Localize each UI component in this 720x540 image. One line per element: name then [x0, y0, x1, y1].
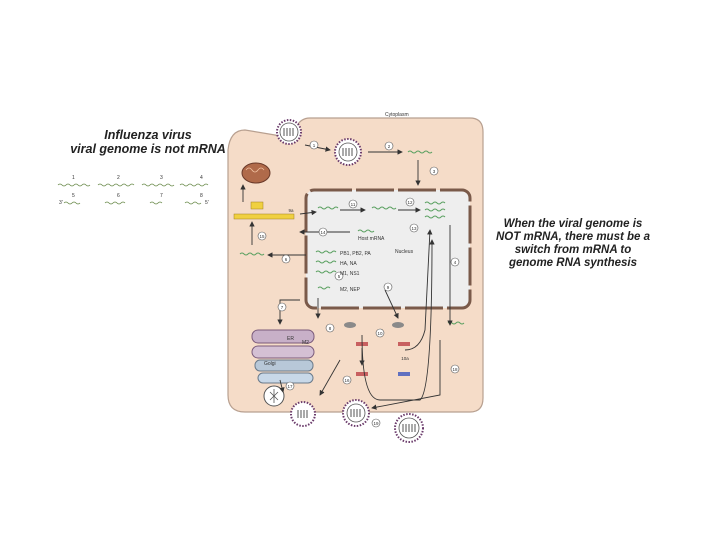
right-text-line4: genome RNA synthesis	[508, 257, 638, 269]
step-label: 9a	[288, 208, 294, 213]
step-label: 4	[454, 260, 457, 265]
step-label: 7	[281, 305, 284, 310]
left-title-line1: Influenza virus	[104, 128, 192, 142]
step-label: 8	[329, 326, 332, 331]
step-label: 18	[452, 367, 458, 372]
golgi-label: Golgi	[264, 361, 276, 367]
protein-label: M2, NEP	[340, 287, 361, 293]
step-label: 17	[287, 384, 293, 389]
viral-genome-segments	[57, 183, 209, 205]
segment-number: 6	[117, 193, 120, 199]
segment-number: 4	[200, 175, 203, 181]
pathway-arrows	[240, 144, 453, 410]
step-markers	[257, 140, 460, 428]
segment-number: 2	[117, 175, 120, 181]
endoplasmic-reticulum	[251, 329, 315, 359]
left-title-line2: viral genome is not mRNA	[70, 142, 226, 156]
nucleus-label: Nucleus	[395, 249, 414, 255]
strand-end-label: 5'	[205, 200, 209, 206]
segment-number: 5	[72, 193, 75, 199]
segment-number: 3	[160, 175, 163, 181]
step-label: 5	[338, 274, 341, 279]
diagram-labels: Cytoplasm Nucleus Host mRNA PB1, PB2, PA…	[264, 112, 414, 367]
virion-budding	[290, 401, 316, 427]
protein-label: M1, NS1	[340, 271, 360, 277]
step-label: 12	[407, 200, 413, 205]
step-label: 13	[411, 226, 417, 231]
step-label: 2	[388, 144, 391, 149]
virion-endocytosed	[334, 138, 362, 166]
segment-number: 7	[160, 193, 163, 199]
step-marker-labels: 1 2 3 4 5 6 7 8 9 10 11 12 13 14 15 16 1…	[259, 143, 458, 426]
step-label: 3	[433, 169, 436, 174]
nucleus	[304, 188, 472, 310]
golgi	[254, 359, 314, 384]
endosome	[263, 385, 285, 407]
step-label: 11	[351, 202, 356, 207]
mitochondrion	[241, 162, 271, 184]
step-label: 9	[387, 285, 390, 290]
step-label: 14	[320, 230, 326, 235]
right-text-line1: When the viral genome is	[503, 218, 643, 230]
right-text-line2: NOT mRNA, there must be a	[496, 231, 650, 243]
step-label: 16	[344, 378, 350, 383]
virion-released-1	[342, 399, 370, 427]
rna-strands	[239, 150, 465, 325]
protein-label: HA, NA	[340, 261, 357, 267]
step-label: 1	[313, 143, 316, 148]
strand-end-label: 3'	[59, 200, 63, 206]
host-mrna-label: Host mRNA	[358, 236, 385, 242]
virion-released-2	[394, 413, 424, 443]
m2-label: M2	[302, 340, 309, 346]
step-label: 10a	[401, 356, 409, 361]
step-label: 19	[373, 421, 379, 426]
segment-number: 8	[200, 193, 203, 199]
er-label: ER	[287, 336, 294, 342]
left-title: Influenza virus viral genome is not mRNA	[58, 128, 238, 156]
step-label: 6	[285, 257, 288, 262]
protein-label: PB1, PB2, PA	[340, 251, 371, 257]
right-text-line3: switch from mRNA to	[514, 244, 632, 256]
step-label: 10	[377, 331, 383, 336]
virion-entry	[276, 119, 302, 145]
right-text: When the viral genome is NOT mRNA, there…	[478, 218, 668, 270]
segment-number: 1	[72, 175, 75, 181]
step-label: 15	[259, 234, 265, 239]
cytoplasm-label: Cytoplasm	[385, 112, 409, 118]
